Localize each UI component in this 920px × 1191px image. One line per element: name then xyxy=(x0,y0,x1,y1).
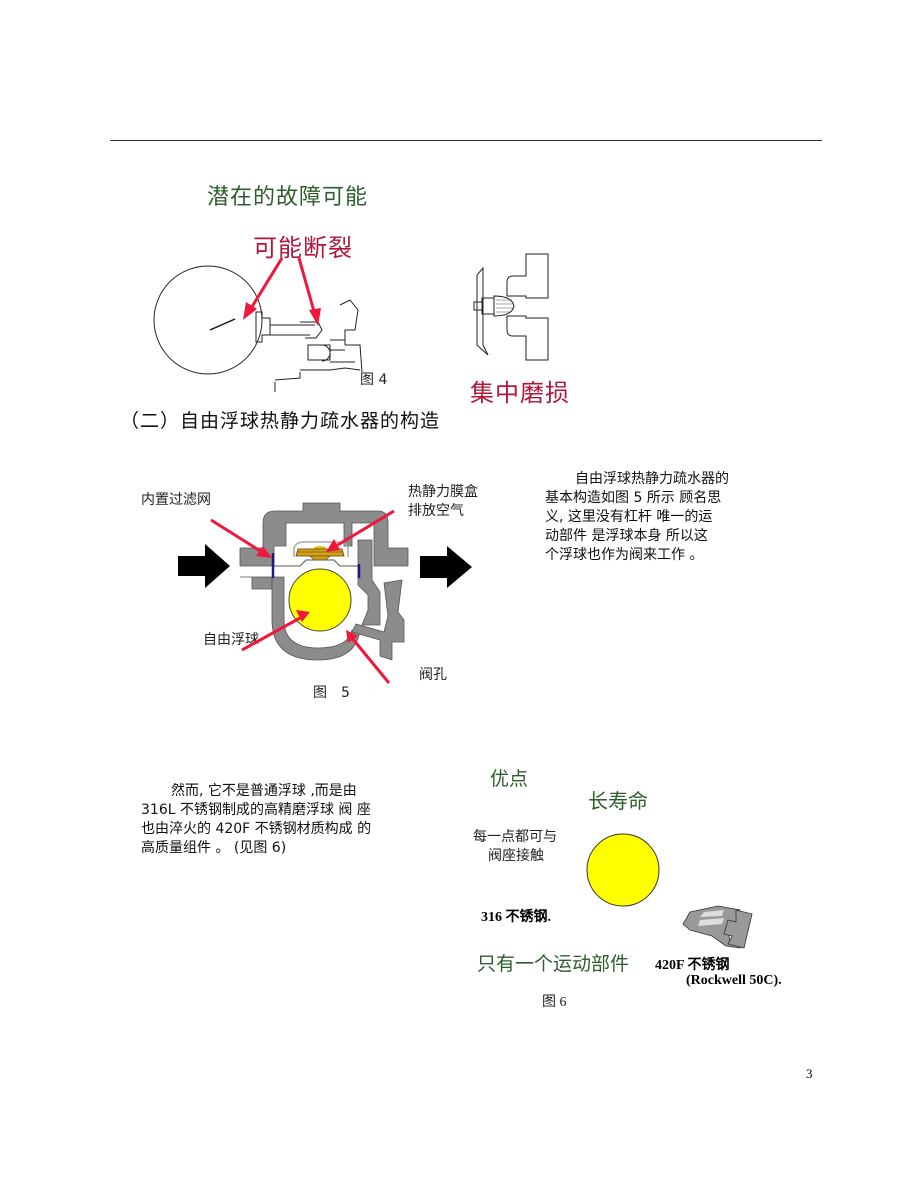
capsule-label-line1: 热静力膜盒 xyxy=(408,484,478,500)
advantage-heading: 优点 xyxy=(490,768,529,790)
paragraph-line: 316L 不锈钢制成的高精磨浮球 阀 座 xyxy=(141,802,371,818)
description-line: 动部件 是浮球本身 所以这 xyxy=(545,528,708,544)
valve-seat xyxy=(682,905,753,949)
wear-label: 集中磨损 xyxy=(470,379,570,407)
failure-heading: 潜在的故障可能 xyxy=(207,185,369,210)
break-label: 可能断裂 xyxy=(253,234,353,262)
one-moving-part-heading: 只有一个运动部件 xyxy=(477,953,630,975)
contact-label-line2: 阀座接触 xyxy=(488,848,544,864)
seat-hardness-label: (Rockwell 50C). xyxy=(686,973,782,988)
long-life-heading: 长寿命 xyxy=(588,789,648,813)
structure-description: 自由浮球热静力疏水器的 基本构造如图 5 所示 顾名思 义, 这里没有杠杆 唯一… xyxy=(545,470,775,565)
orifice-label: 阀孔 xyxy=(419,667,447,683)
description-line: 义, 这里没有杠杆 唯一的运 xyxy=(545,509,713,525)
description-line: 基本构造如图 5 所示 顾名思 xyxy=(545,490,722,506)
outlet-arrow-icon xyxy=(420,546,472,588)
paragraph-line: 也由淬火的 420F 不锈钢材质构成 的 xyxy=(141,821,372,837)
advantages-paragraph: 然而, 它不是普通浮球 ,而是由 316L 不锈钢制成的高精磨浮球 阀 座 也由… xyxy=(141,782,391,858)
paragraph-line: 高质量组件 。 (见图 6) xyxy=(141,840,287,856)
contact-label-line1: 每一点都可与 xyxy=(473,829,557,845)
page-number: 3 xyxy=(806,1066,813,1081)
inlet-arrow-icon xyxy=(178,544,230,588)
strainer-label: 内置过滤网 xyxy=(141,492,211,508)
header-rule xyxy=(110,140,822,141)
figure6-caption: 图 6 xyxy=(542,995,567,1010)
float-ball-label: 自由浮球 xyxy=(203,632,259,648)
figure4-caption: 图 4 xyxy=(360,372,388,388)
section-structure-title: （二）自由浮球热静力疏水器的构造 xyxy=(120,410,441,432)
ball-material-label: 316 不锈钢. xyxy=(481,910,551,925)
capsule-label-line2: 排放空气 xyxy=(408,503,464,519)
paragraph-line: 然而, 它不是普通浮球 ,而是由 xyxy=(171,783,357,799)
seat-material-label: 420F 不锈钢 xyxy=(655,958,730,973)
description-line: 个浮球也作为阀来工作 。 xyxy=(545,547,704,563)
stainless-ball xyxy=(586,833,660,907)
description-line: 自由浮球热静力疏水器的 xyxy=(575,471,729,487)
figure5-caption: 图 5 xyxy=(313,685,350,701)
